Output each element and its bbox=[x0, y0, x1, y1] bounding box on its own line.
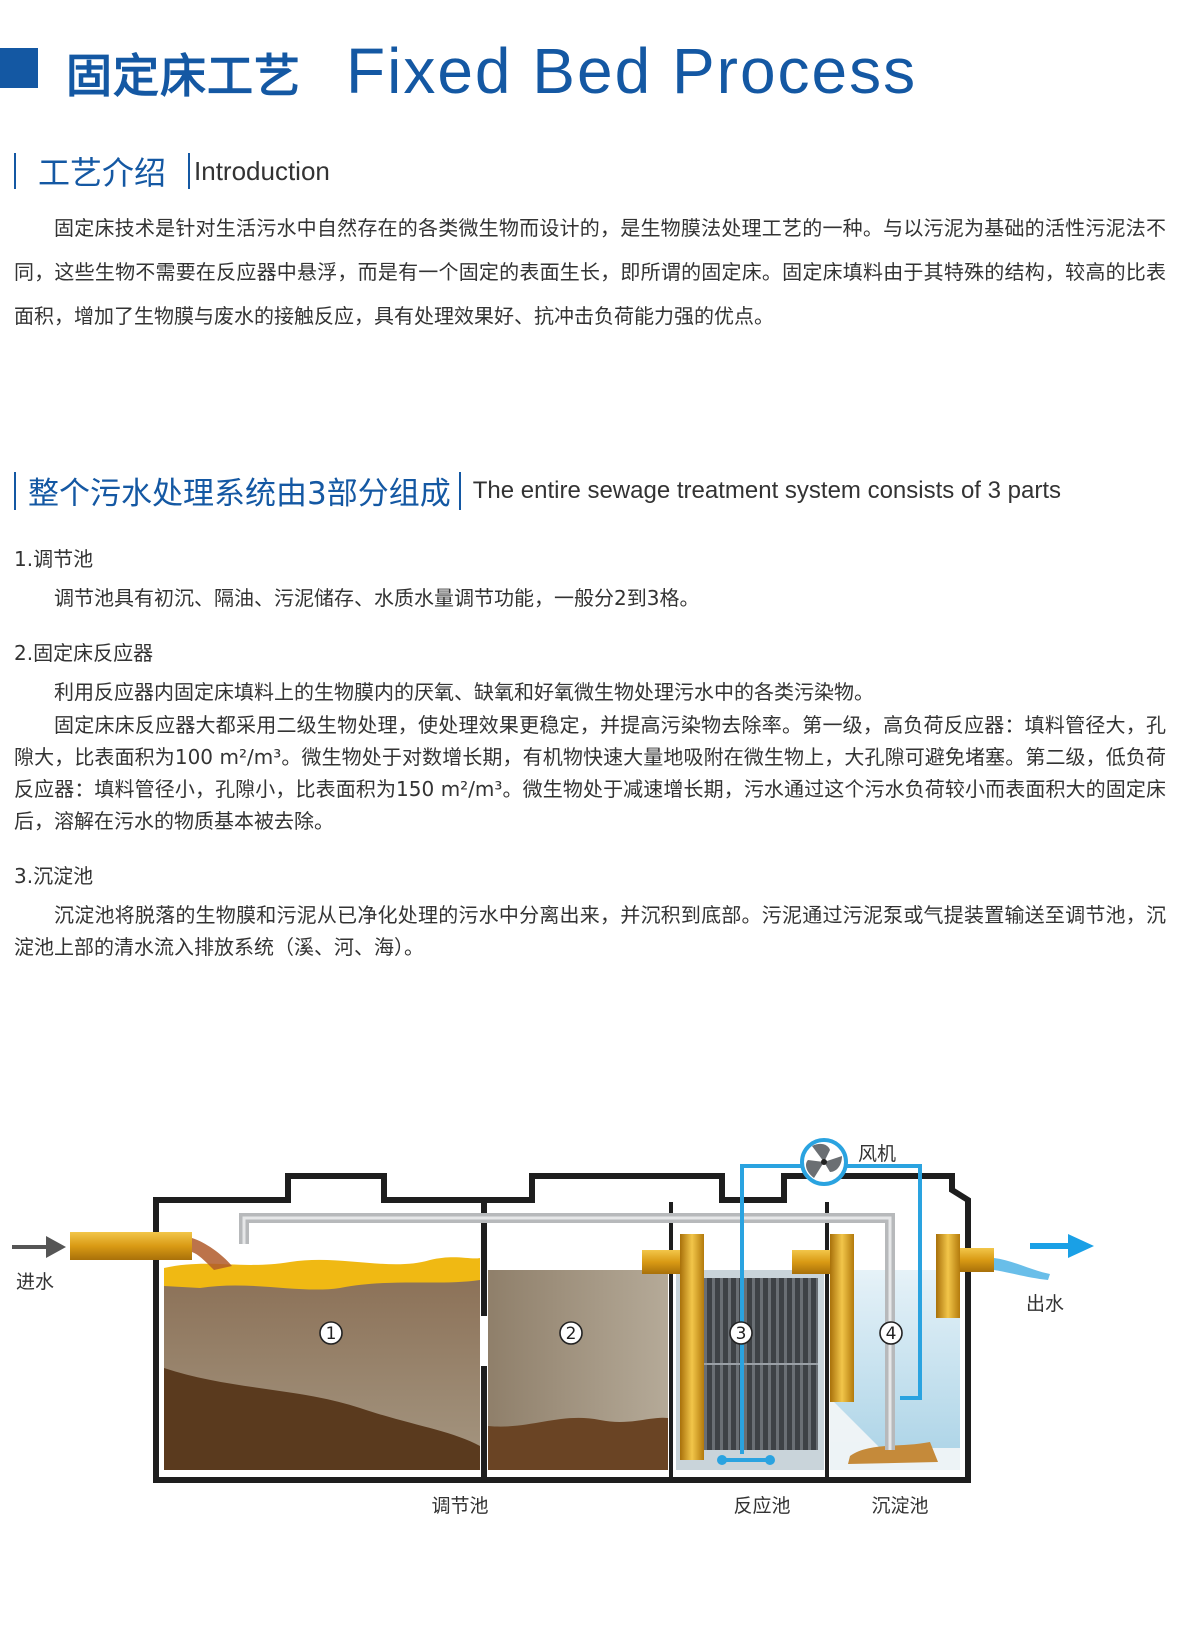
section-bar bbox=[14, 153, 16, 189]
outlet-riser-pipe bbox=[936, 1234, 960, 1318]
part-heading-1: 1.调节池 bbox=[14, 547, 94, 571]
reactor-downcomer-pipe bbox=[680, 1234, 704, 1460]
tank-label-reactor: 反应池 bbox=[733, 1495, 790, 1517]
svg-text:1: 1 bbox=[326, 1324, 337, 1344]
fan-icon bbox=[800, 1138, 848, 1186]
tank-2-sludge bbox=[488, 1417, 668, 1470]
page-title-cn: 固定床工艺 bbox=[66, 49, 301, 103]
tank-outline bbox=[153, 1173, 971, 1483]
part-3-paragraph: 沉淀池将脱落的生物膜和污泥从已净化处理的污水中分离出来，并沉积到底部。污泥通过污… bbox=[14, 903, 1166, 959]
svg-text:2: 2 bbox=[566, 1324, 577, 1344]
section-bar bbox=[188, 153, 191, 189]
section-bar bbox=[458, 471, 461, 510]
marker-1: 1 bbox=[319, 1321, 343, 1345]
fan-label: 风机 bbox=[858, 1143, 896, 1165]
part-heading-2: 2.固定床反应器 bbox=[14, 641, 154, 665]
process-diagram: 风机 进水 出水 1 2 3 4 调节池 反应池 沉淀池 bbox=[12, 1138, 1094, 1517]
svg-text:4: 4 bbox=[886, 1324, 897, 1344]
system-section-title: 整个污水处理系统由3部分组成 The entire sewage treatme… bbox=[14, 468, 1061, 513]
inlet-arrow-icon bbox=[12, 1236, 66, 1258]
outlet-arrow-icon bbox=[1030, 1234, 1094, 1258]
air-line bbox=[740, 1164, 922, 1454]
settling-downcomer-pipe bbox=[830, 1234, 854, 1402]
tank-1-sludge bbox=[164, 1368, 480, 1470]
marker-3: 3 bbox=[729, 1321, 753, 1345]
marker-2: 2 bbox=[559, 1321, 583, 1345]
reactor-inlet-pipe bbox=[642, 1250, 684, 1274]
marker-4: 4 bbox=[879, 1321, 903, 1345]
svg-text:3: 3 bbox=[736, 1324, 747, 1344]
system-title-en: The entire sewage treatment system consi… bbox=[472, 476, 1061, 504]
part-2-paragraph-2: 固定床床反应器大都采用二级生物处理，使处理效果更稳定，并提高污染物去除率。第一级… bbox=[14, 713, 1166, 833]
inlet-label: 进水 bbox=[16, 1271, 54, 1293]
intro-section-title: 工艺介绍 Introduction bbox=[14, 148, 330, 194]
part-heading-3: 3.沉淀池 bbox=[14, 864, 94, 888]
system-title-cn: 整个污水处理系统由3部分组成 bbox=[28, 476, 451, 512]
outlet-pipe bbox=[960, 1248, 994, 1272]
tank-label-regulating: 调节池 bbox=[431, 1495, 488, 1517]
tank-label-settling: 沉淀池 bbox=[871, 1495, 928, 1517]
settled-sludge bbox=[848, 1442, 938, 1464]
intro-paragraph: 固定床技术是针对生活污水中自然存在的各类微生物而设计的，是生物膜法处理工艺的一种… bbox=[14, 216, 1166, 328]
section-bar bbox=[14, 471, 16, 510]
header-square-icon bbox=[0, 48, 38, 88]
part-1-paragraph: 调节池具有初沉、隔油、污泥储存、水质水量调节功能，一般分2到3格。 bbox=[54, 586, 700, 610]
inlet-pipe bbox=[70, 1232, 192, 1260]
settling-inlet-pipe bbox=[792, 1250, 832, 1274]
page-title-en: Fixed Bed Process bbox=[346, 35, 918, 107]
intro-title-en: Introduction bbox=[194, 155, 330, 186]
intro-title-cn: 工艺介绍 bbox=[38, 154, 167, 192]
part-2-paragraph-1: 利用反应器内固定床填料上的生物膜内的厌氧、缺氧和好氧微生物处理污水中的各类污染物… bbox=[54, 680, 874, 704]
outlet-label: 出水 bbox=[1026, 1293, 1064, 1315]
tank-1-oil-layer bbox=[164, 1257, 480, 1290]
